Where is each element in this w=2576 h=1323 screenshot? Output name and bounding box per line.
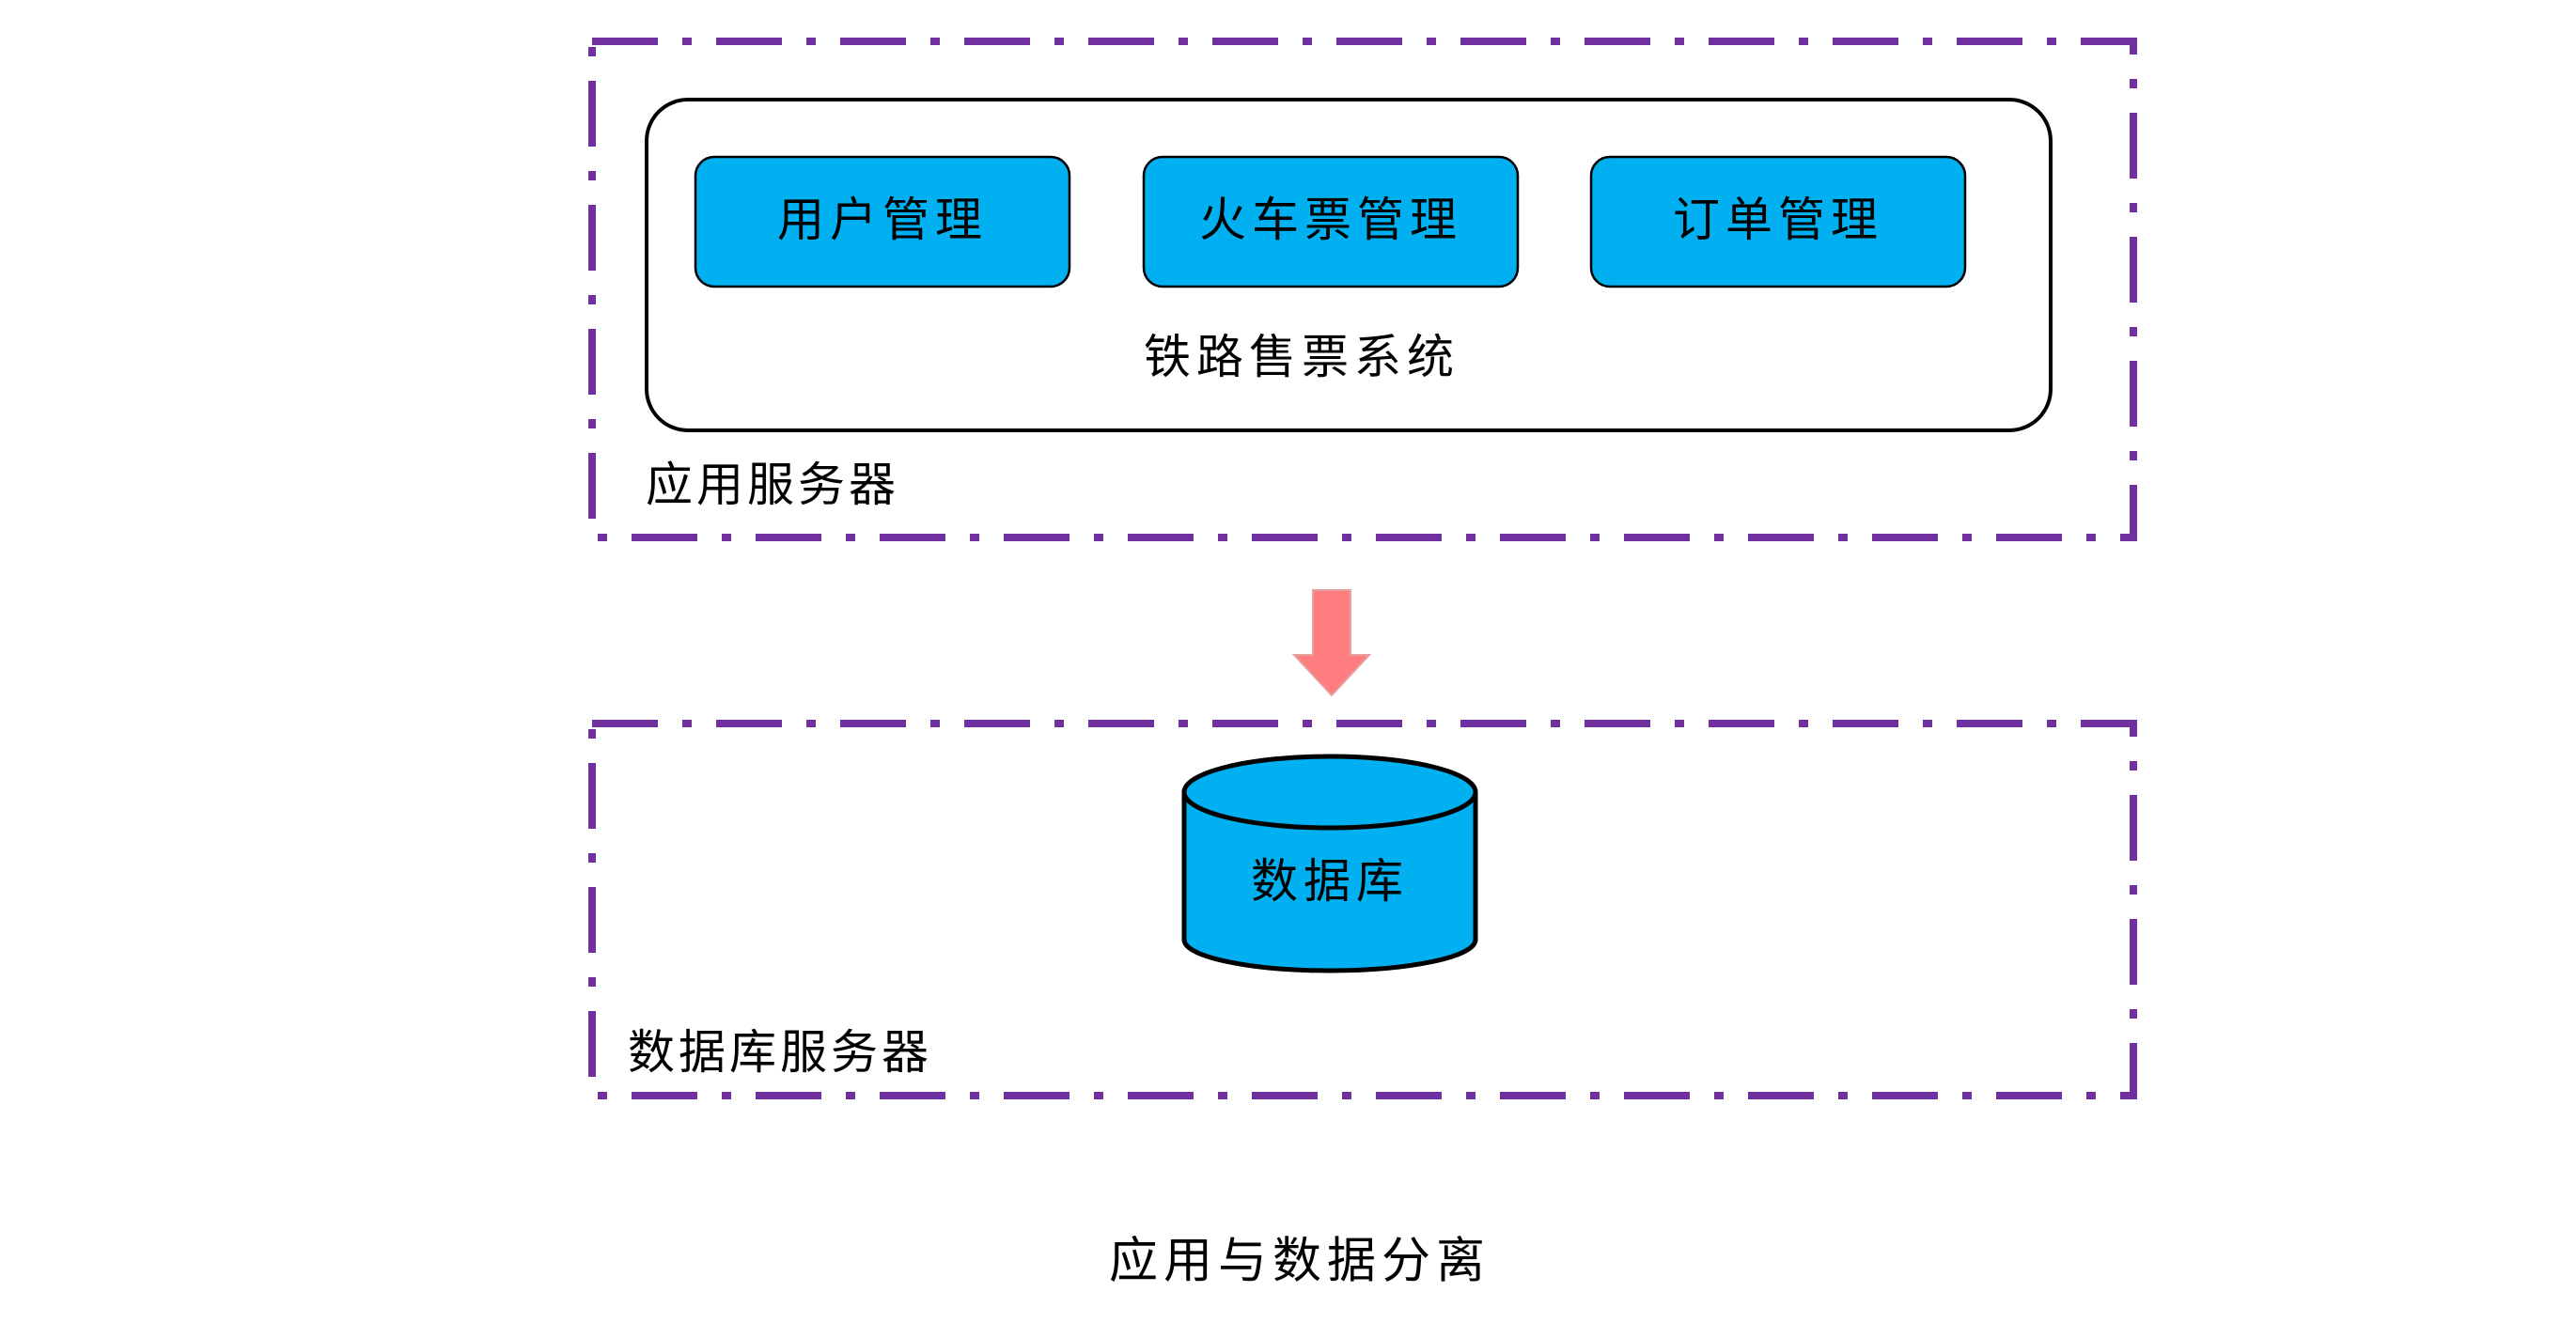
module-label: 订单管理	[1673, 193, 1883, 247]
module-label: 火车票管理	[1199, 193, 1462, 247]
db-server-boundary	[588, 720, 2137, 1099]
module-ticket-management: 火车票管理	[1142, 155, 1520, 288]
app-server-boundary	[588, 38, 2137, 541]
database-cylinder: 数据库	[1181, 754, 1478, 973]
module-label: 用户管理	[777, 193, 988, 247]
module-box	[694, 155, 1071, 288]
system-label: 铁路售票系统	[1144, 330, 1460, 384]
db-server-label: 数据库服务器	[628, 1025, 932, 1080]
database-top	[1181, 754, 1478, 831]
module-user-management: 用户管理	[694, 155, 1071, 288]
down-arrow	[1291, 589, 1372, 697]
database-label: 数据库	[1251, 854, 1409, 909]
module-box	[1142, 155, 1520, 288]
db-server-group: 数据库 数据库服务器	[588, 720, 2137, 1099]
module-box	[1589, 155, 1967, 288]
module-order-management: 订单管理	[1589, 155, 1967, 288]
diagram-caption: 应用与数据分离	[1109, 1234, 1491, 1290]
app-server-label: 应用服务器	[646, 458, 899, 512]
database-body	[1181, 792, 1478, 973]
app-server-group: 用户管理 火车票管理 订单管理 铁路售票系统 应用服务器	[588, 38, 2137, 541]
